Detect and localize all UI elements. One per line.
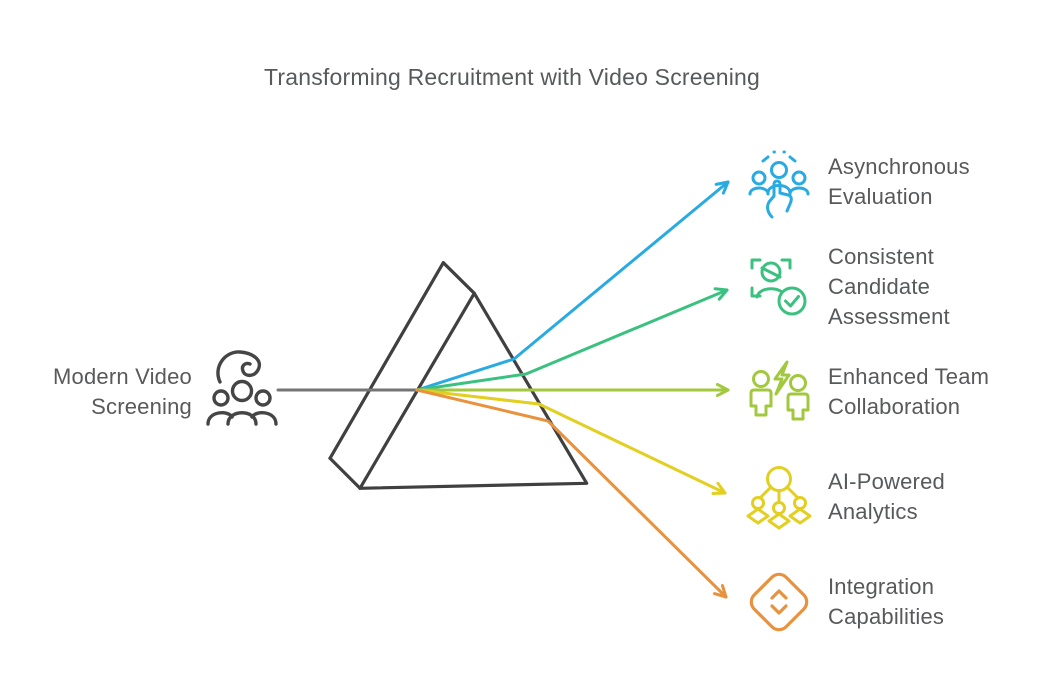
ray-integration-capabilities — [415, 388, 728, 599]
person-body-center — [226, 411, 258, 426]
candidate-scan-check-icon — [750, 258, 807, 316]
network-hierarchy-icon — [746, 466, 812, 530]
arrowhead — [714, 180, 730, 195]
prism-back-left-edge — [328, 261, 445, 460]
diamond-chevrons-icon — [749, 572, 809, 632]
output-label: AI-Powered Analytics — [828, 469, 945, 524]
prism-bottom-left-connector — [328, 456, 362, 490]
arrowhead — [713, 287, 729, 301]
arrowhead — [711, 481, 727, 495]
ray-consistent-candidate-assessment — [415, 287, 729, 392]
output-label: Consistent Candidate Assessment — [828, 244, 950, 329]
output-label: Integration Capabilities — [828, 574, 945, 629]
people-pointing-hand-icon — [748, 150, 810, 219]
output-item-ai-powered-analytics: AI-Powered Analytics — [746, 452, 945, 542]
person-head-center — [230, 379, 254, 403]
input-label: Modern Video Screening — [53, 364, 192, 419]
ray-shaft — [415, 388, 728, 599]
group-people-hand-icon — [206, 350, 278, 426]
hand-swirl-stroke — [216, 350, 261, 384]
team-lightning-icon — [749, 360, 810, 421]
person-head-right — [254, 389, 272, 407]
output-label: Enhanced Team Collaboration — [828, 364, 990, 419]
page-title: Transforming Recruitment with Video Scre… — [263, 64, 761, 90]
output-item-consistent-candidate-assessment: Consistent Candidate Assessment — [746, 242, 950, 332]
ray-ai-powered-analytics — [415, 388, 727, 495]
output-item-enhanced-team-collaboration: Enhanced Team Collaboration — [746, 347, 989, 437]
arrowhead — [713, 584, 728, 599]
arrowhead — [715, 382, 730, 398]
output-item-integration-capabilities: Integration Capabilities — [746, 557, 944, 647]
ray-asynchronous-evaluation — [415, 180, 730, 392]
output-label: Asynchronous Evaluation — [828, 154, 970, 209]
ray-shaft — [415, 180, 730, 392]
output-item-asynchronous-evaluation: Asynchronous Evaluation — [746, 137, 970, 227]
ray-enhanced-team-collaboration — [415, 382, 730, 398]
prism-apex-connector — [441, 261, 476, 295]
person-head-left — [212, 389, 230, 407]
ray-shaft — [415, 388, 727, 495]
ray-shaft — [415, 288, 729, 392]
